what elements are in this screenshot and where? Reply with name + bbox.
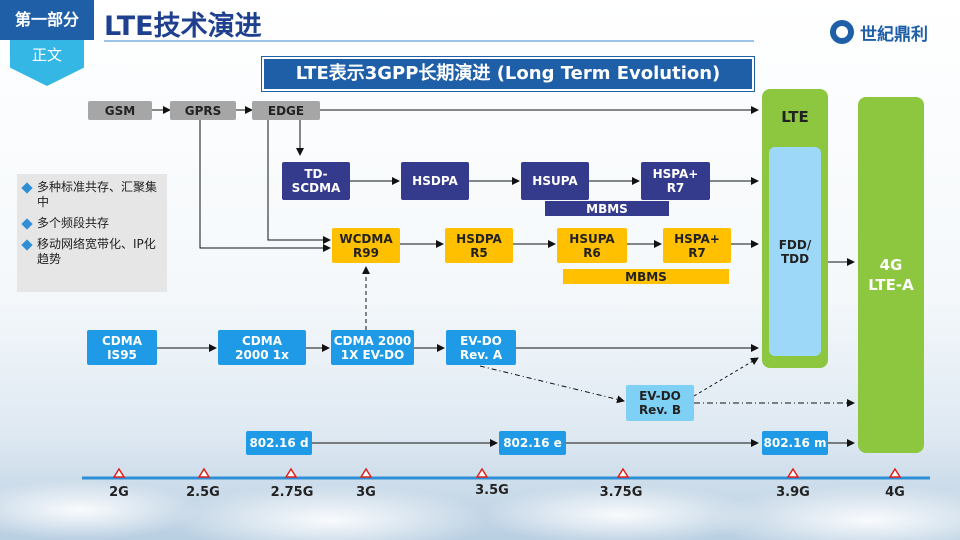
brand-name: 世紀鼎利 [860, 24, 928, 45]
node-80216d: 802.16 d [246, 431, 312, 455]
timeline-marker [475, 467, 489, 478]
timeline-label-4g: 4G [885, 485, 905, 500]
node-wcdma: WCDMA R99 [332, 228, 400, 263]
bullet-diamond-icon [21, 182, 33, 194]
brand-logo-group: 世紀鼎利 [830, 18, 928, 46]
brand-logo-icon [830, 20, 854, 44]
lte-label: LTE [781, 108, 809, 126]
node-hspa-plus-td: HSPA+ R7 [641, 162, 710, 200]
node-gsm: GSM [88, 101, 152, 120]
timeline-marker [786, 467, 800, 478]
node-80216m: 802.16 m [762, 431, 828, 455]
timeline-label-2-75g: 2.75G [270, 485, 314, 500]
timeline-label-2g: 2G [109, 485, 129, 500]
node-hsupa-td: HSUPA [521, 162, 589, 200]
bullet-text: 多个频段共存 [37, 216, 110, 230]
trend-bullets: 多种标准共存、汇聚集中 多个频段共存 移动网络宽带化、IP化趋势 [17, 174, 167, 292]
timeline-label-3-9g: 3.9G [776, 485, 810, 500]
timeline-marker [888, 467, 902, 478]
mbms-wcdma-bar: MBMS [563, 269, 729, 284]
node-hspa-plus: HSPA+ R7 [663, 228, 731, 263]
timeline-marker [112, 467, 126, 478]
node-80216e: 802.16 e [499, 431, 566, 455]
arrow-edge-wcdma [267, 120, 331, 244]
node-evdo-rev-a: EV-DO Rev. A [446, 330, 516, 365]
arrow-gprs-wcdma [199, 120, 331, 252]
timeline-label-3g: 3G [356, 485, 376, 500]
dashed-revb-lte [693, 357, 759, 397]
timeline-marker [197, 467, 211, 478]
dashed-reva-revb [479, 365, 625, 404]
section-label: 第一部分 [0, 0, 94, 40]
bullet-item: 多种标准共存、汇聚集中 [21, 180, 161, 210]
bullet-diamond-icon [21, 239, 33, 251]
lte-banner: LTE表示3GPP长期演进 (Long Term Evolution) [262, 57, 754, 91]
title-divider [104, 40, 754, 42]
node-cdma-is95: CDMA IS95 [87, 330, 157, 365]
node-hsdpa-td: HSDPA [401, 162, 469, 200]
node-hsupa: HSUPA R6 [557, 228, 627, 263]
node-hsdpa: HSDPA R5 [445, 228, 513, 263]
timeline-label-3-75g: 3.75G [599, 485, 643, 500]
page-title: LTE技术演进 [104, 11, 262, 42]
timeline-marker [359, 467, 373, 478]
timeline-marker [616, 467, 630, 478]
bullet-text: 移动网络宽带化、IP化趋势 [37, 237, 156, 266]
timeline-marker [284, 467, 298, 478]
node-gprs: GPRS [170, 101, 236, 120]
timeline-label-2-5g: 2.5G [186, 485, 220, 500]
lte-fdd-tdd: FDD/ TDD [769, 147, 821, 356]
bullet-item: 多个频段共存 [21, 216, 161, 231]
node-td-scdma: TD- SCDMA [282, 162, 350, 200]
mbms-td-bar: MBMS [545, 201, 669, 216]
node-edge: EDGE [252, 101, 320, 120]
bullet-diamond-icon [21, 218, 33, 230]
bullet-text: 多种标准共存、汇聚集中 [37, 180, 158, 209]
node-cdma2000-evdo: CDMA 2000 1X EV-DO [331, 330, 414, 365]
lte-a-label: 4G LTE-A [868, 256, 914, 294]
node-cdma2000-1x: CDMA 2000 1x [218, 330, 306, 365]
timeline-label-3-5g: 3.5G [475, 483, 509, 498]
bullet-item: 移动网络宽带化、IP化趋势 [21, 237, 161, 267]
node-evdo-rev-b: EV-DO Rev. B [626, 385, 694, 421]
lte-a-column: 4G LTE-A [858, 97, 924, 453]
